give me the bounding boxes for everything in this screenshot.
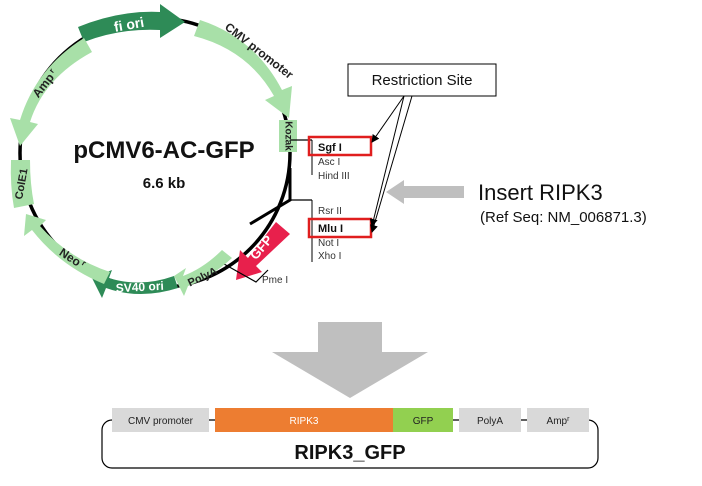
construct-segments: CMV promoter RIPK3 GFP PolyA Ampr (112, 408, 589, 432)
construct-segment-label-4: Ampr (547, 416, 571, 427)
fi-ori-feature (78, 4, 185, 42)
site-asc: Asc I (318, 157, 340, 168)
cmv-promoter-feature (194, 20, 292, 118)
construct-segment-label-2: GFP (413, 416, 434, 427)
site-hind: Hind III (318, 171, 350, 182)
amp-label: Ampr (30, 67, 61, 101)
callout-pointer-mlu-b (370, 95, 413, 233)
neo-feature (24, 214, 110, 284)
construct-segment-label-0: CMV promoter (128, 416, 194, 427)
construct-name: RIPK3_GFP (294, 442, 405, 464)
kozak-feature (279, 120, 297, 152)
amp-feature (10, 38, 92, 146)
fi-ori-label: fi ori (113, 14, 146, 35)
construct-segment-2 (393, 408, 453, 432)
site-pme: Pme I (262, 275, 288, 286)
construct-segment-label-3: PolyA (477, 416, 503, 427)
construct-segment-label-1: RIPK3 (290, 416, 319, 427)
construct-segment-0 (112, 408, 209, 432)
gfp-feature (236, 222, 290, 280)
insert-arrow (386, 180, 464, 204)
construct-segment-1 (215, 408, 393, 432)
site-sgf: Sgf I (318, 142, 342, 154)
kozak-label: Kozak (282, 121, 293, 151)
down-arrow (272, 322, 428, 398)
plasmid-name: pCMV6-AC-GFP (73, 137, 254, 164)
polya-feature (174, 250, 232, 296)
cole1-label: ColE1 (13, 168, 30, 201)
plasmid-size: 6.6 kb (143, 175, 186, 192)
site-rsr: Rsr II (318, 206, 342, 217)
cole1-feature (10, 160, 35, 208)
construct-segment-4 (527, 408, 589, 432)
restriction-site-callout (347, 63, 497, 97)
callout-pointer-mlu-a (369, 95, 405, 227)
site-not: Not I (318, 238, 339, 249)
insert-title: Insert RIPK3 (478, 180, 603, 205)
construct-segment-3 (459, 408, 521, 432)
restriction-site-callout-text: Restriction Site (372, 72, 473, 89)
pme-tick (223, 263, 269, 283)
sv40-ori-feature (92, 270, 178, 298)
site-xho: Xho I (318, 251, 341, 262)
sv40-ori-label: SV40 ori (115, 279, 164, 295)
sgf-highlight-box (307, 135, 373, 157)
site-mlu: Mlu I (318, 223, 343, 235)
callout-pointer-sgf-a (371, 95, 405, 143)
insert-refseq: (Ref Seq: NM_006871.3) (480, 209, 647, 226)
